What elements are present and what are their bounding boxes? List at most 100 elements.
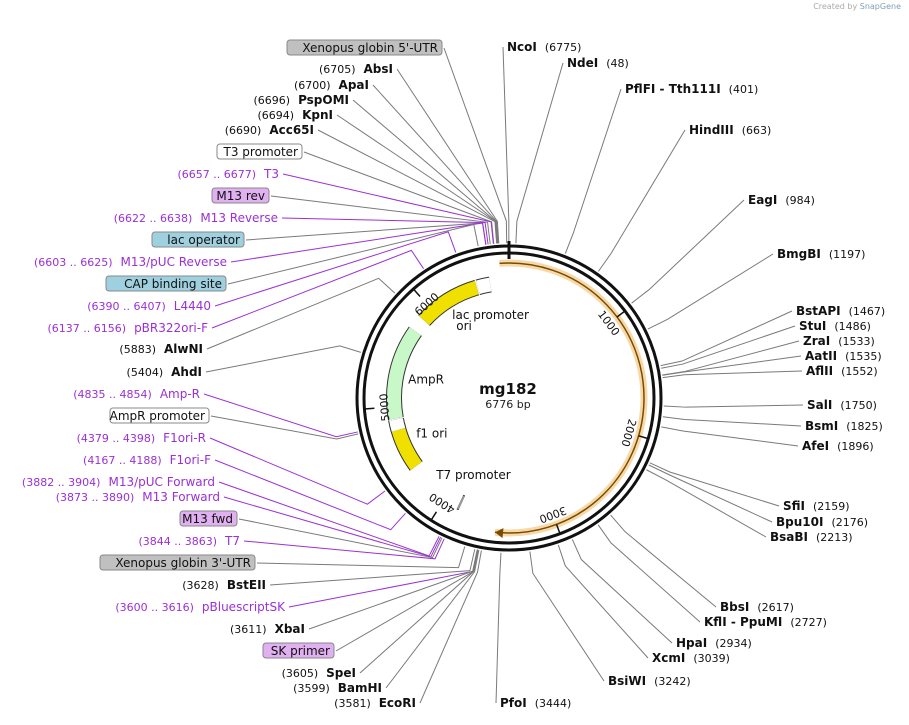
line-bstapi: [660, 310, 793, 367]
site-bstapi: BstAPI(1467): [796, 304, 885, 318]
site-hindiii: HindIII(663): [689, 123, 771, 137]
line-site-acc65i: [317, 129, 498, 244]
line-ncoi: [502, 46, 510, 244]
tick-2000: [638, 435, 649, 440]
line-primer-amp-r: [203, 393, 358, 438]
plasmid-name: mg182: [479, 380, 537, 398]
line-site-spei: [359, 549, 479, 674]
line-site-xbai: [308, 549, 478, 630]
primer-f1ori-r: (4379 .. 4398)F1ori-R: [77, 431, 206, 445]
feature-box-lac-operator: [151, 231, 245, 248]
line-feature-cap-binding-site: [227, 223, 479, 285]
site-ndei: NdeI(48): [567, 56, 629, 70]
site-kpni: (6694)KpnI: [258, 108, 333, 122]
line-hindiii: [597, 129, 686, 272]
line-primer-m13-puc-forward: [218, 481, 440, 557]
feature-box-xenopus-globin-5-utr: [286, 39, 443, 56]
site-stui: StuI(1486): [799, 319, 871, 333]
site-ecori: (3581)EcoRI: [334, 696, 416, 710]
line-feature-m13-rev: [270, 195, 491, 245]
feature-box-ampr-promoter: [109, 407, 210, 424]
feature-box-xenopus-globin-3-utr: [99, 554, 256, 571]
line-primer-m13-reverse: [281, 217, 489, 245]
site-bsmi: BsmI(1825): [805, 419, 883, 433]
credit-prefix: Created by: [813, 2, 858, 11]
feature-box-sk-primer: [262, 642, 335, 659]
line-bsiwi: [529, 551, 605, 682]
site-xbai: (3611)XbaI: [230, 622, 305, 636]
site-bbsi: BbsI(2617): [720, 600, 794, 614]
tick-4000: [430, 511, 438, 521]
site-bmgbi: BmgBI(1197): [777, 247, 865, 261]
line-site-absi: [396, 68, 500, 244]
feature-ampr-label: AmpR: [408, 372, 444, 386]
line-primer-t7: [243, 538, 445, 560]
label-lines: [203, 46, 804, 704]
line-afei: [661, 426, 799, 447]
tick-label-5000: 5000: [377, 393, 392, 422]
line-site-apai: [372, 84, 499, 244]
feature-lac-promoter: [475, 277, 492, 295]
feature-ori-label: ori: [456, 319, 472, 333]
site-absi: (6705)AbsI: [319, 62, 393, 76]
tick-1000: [616, 310, 626, 318]
line-primer-pbr322ori-f: [211, 249, 424, 329]
feature-label-ampr-promoter: AmpR promoter: [110, 409, 205, 423]
site-pflfi-tth111i: PflFI - Tth111I(401): [625, 82, 758, 96]
line-bsabi: [646, 469, 767, 538]
feature-box-m13-fwd: [179, 510, 238, 527]
site-sfii: SfiI(2159): [783, 499, 850, 513]
feature-label-xenopus-globin-3-utr: Xenopus globin 3'-UTR: [115, 556, 251, 570]
site-spei: (3605)SpeI: [282, 666, 356, 680]
line-eagi: [631, 199, 745, 304]
line-site-alwni: [206, 277, 396, 350]
line-feature-m13-fwd: [238, 518, 443, 559]
primer-f1ori-f: (4167 .. 4188)F1ori-F: [83, 453, 211, 467]
line-sali: [663, 404, 804, 408]
site-pspomi: (6696)PspOMI: [253, 93, 349, 107]
feature-label-t3-promoter: T3 promoter: [223, 145, 299, 159]
site-acc65i: (6690)Acc65I: [225, 123, 314, 137]
primer-pbr322ori-f: (6137 .. 6156)pBR322ori-F: [48, 321, 209, 335]
site-bpu10i: Bpu10I(2176): [776, 515, 868, 529]
site-afei: AfeI(1896): [802, 439, 874, 453]
site-aatii: AatII(1535): [805, 349, 882, 363]
line-site-bamhi: [385, 549, 480, 689]
line-bpu10i: [648, 464, 773, 523]
line-primer-pbluescriptsk: [288, 549, 479, 608]
orf-arc: [494, 262, 645, 534]
line-pflfi-tth111i: [564, 88, 622, 254]
feature-box-t3-promoter: [216, 143, 303, 160]
line-site-ecori: [419, 550, 482, 704]
feature-box-cap-binding-site: [105, 275, 227, 292]
line-primer-t3: [282, 173, 494, 244]
line-hpai: [571, 539, 673, 644]
tick-5000: [364, 407, 375, 410]
site-kfli-ppumi: KflI - PpuMI(2727): [704, 615, 827, 629]
line-kfli-ppumi: [597, 524, 701, 623]
site-bsabi: BsaBI(2213): [770, 530, 853, 544]
feature-ori: [418, 280, 479, 326]
orf-arrowhead: [495, 528, 504, 539]
line-primer-f1ori-r: [209, 437, 386, 505]
line-feature-t3-promoter: [303, 151, 495, 244]
feature-box-m13-rev: [211, 187, 270, 204]
site-xcmi: XcmI(3039): [652, 651, 730, 665]
line-bbsi: [610, 514, 717, 608]
line-site-bsteii: [269, 549, 476, 586]
primer-m13-reverse: (6622 .. 6638)M13 Reverse: [114, 211, 278, 225]
site-eagi: EagI(984): [748, 193, 815, 207]
feature-f1-ori-label: f1 ori: [416, 427, 447, 441]
site-aflii: AflII(1552): [806, 364, 878, 378]
site-bsteii: (3628)BstEII: [182, 578, 266, 592]
site-bamhi: (3599)BamHI: [293, 681, 382, 695]
primer-m13-puc-forward: (3882 .. 3904)M13/pUC Forward: [22, 475, 215, 489]
line-stui: [661, 325, 796, 369]
line-bmgbi: [647, 253, 774, 330]
primer-m13-forward: (3873 .. 3890)M13 Forward: [56, 490, 220, 504]
site-apai: (6700)ApaI: [294, 78, 369, 92]
site-pfoi: PfoI(3444): [500, 696, 571, 710]
feature-label-cap-binding-site: CAP binding site: [124, 277, 222, 291]
line-primer-m13-puc-reverse: [230, 222, 487, 263]
